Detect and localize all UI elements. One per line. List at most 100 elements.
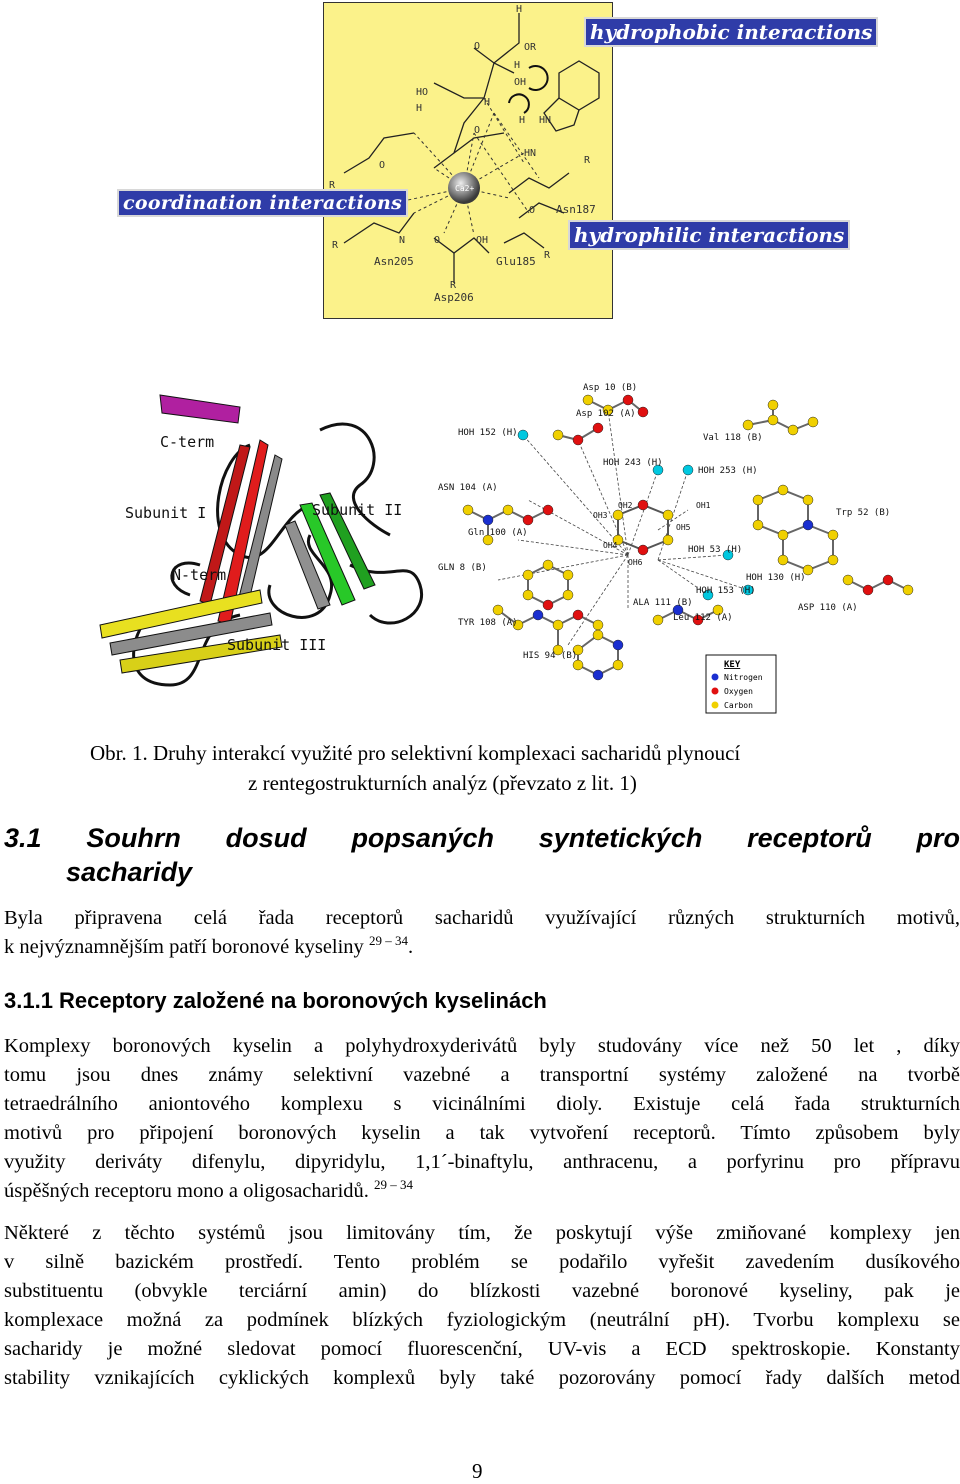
label-hoh53: HOH 53 (H) xyxy=(688,545,742,555)
label-asp10b: Asp 10 (B) xyxy=(583,383,637,393)
paragraph-line: Komplexy boronových kyselin a polyhydrox… xyxy=(4,1032,960,1061)
svg-text:O: O xyxy=(474,125,480,136)
binding-site-figure: Asp 10 (B) Asp 102 (A) HOH 152 (H) Val 1… xyxy=(428,380,958,715)
residue-glu185: Glu185 xyxy=(496,255,536,268)
svg-text:H: H xyxy=(416,103,422,114)
n-term-label: N-term xyxy=(172,566,226,584)
paragraph-line: Některé z těchto systémů jsou limitovány… xyxy=(4,1219,960,1248)
key-carbon: Carbon xyxy=(724,701,753,710)
paragraph-line: úspěšných receptoru mono a oligosacharid… xyxy=(4,1177,960,1206)
paragraph-boronic: Komplexy boronových kyselin a polyhydrox… xyxy=(4,1032,960,1206)
label-trp52: Trp 52 (B) xyxy=(836,508,890,518)
heading-word: syntetických xyxy=(539,823,703,854)
paragraph-line: tetraedrálního aniontového komplexu s vi… xyxy=(4,1090,960,1119)
carbon-dot-icon xyxy=(712,702,719,709)
paragraph-line: motivů pro připojení boronových kyselin … xyxy=(4,1119,960,1148)
svg-text:R: R xyxy=(332,240,339,251)
page-number: 9 xyxy=(472,1459,483,1484)
heading-word: pro xyxy=(917,823,960,854)
svg-text:R: R xyxy=(584,155,591,166)
svg-text:R: R xyxy=(450,280,457,291)
label-oh2: OH2 xyxy=(618,501,633,510)
svg-text:O: O xyxy=(529,205,535,216)
c-term-label: C-term xyxy=(160,433,214,451)
svg-text:OR: OR xyxy=(524,42,537,53)
label-hoh130: HOH 130 (H) xyxy=(746,573,806,583)
label-hoh152: HOH 152 (H) xyxy=(458,428,518,438)
key-legend: KEY Nitrogen Oxygen Carbon xyxy=(706,655,776,713)
paragraph-line: substituentu (obvykle terciární amin) do… xyxy=(4,1277,960,1306)
label-hoh253: HOH 253 (H) xyxy=(698,466,758,476)
figure-caption-line2: z rentegostrukturních analýz (převzato z… xyxy=(248,771,637,796)
key-nitrogen: Nitrogen xyxy=(724,673,763,682)
paragraph-intro: Byla připravena celá řada receptorů sach… xyxy=(4,904,960,962)
heading-word: popsaných xyxy=(351,823,494,854)
svg-text:H: H xyxy=(484,97,490,108)
label-leu112: Leu 112 (A) xyxy=(673,613,733,623)
label-hoh243: HOH 243 (H) xyxy=(603,458,663,468)
svg-text:HN: HN xyxy=(539,115,551,126)
svg-text:N: N xyxy=(399,235,405,246)
label-asn104: ASN 104 (A) xyxy=(438,483,498,493)
coordination-label: coordination interactions xyxy=(117,189,408,217)
label-oh1: OH1 xyxy=(696,501,711,510)
paragraph-limitations: Některé z těchto systémů jsou limitovány… xyxy=(4,1219,960,1393)
paragraph-line: tomu jsou dnes známy selektivní vazebné … xyxy=(4,1061,960,1090)
hydrophobic-label: hydrophobic interactions xyxy=(584,17,878,47)
subunit-1-label: Subunit I xyxy=(125,504,206,522)
label-oh5: OH5 xyxy=(676,523,691,532)
label-oh6: OH6 xyxy=(628,558,643,567)
paragraph-line: stability vznikajících cyklických komple… xyxy=(4,1364,960,1393)
svg-text:OH: OH xyxy=(514,77,526,88)
svg-text:H: H xyxy=(514,60,520,71)
residue-asn205: Asn205 xyxy=(374,255,414,268)
paragraph-line: využity deriváty difenylu, dipyridylu, 1… xyxy=(4,1148,960,1177)
svg-text:O: O xyxy=(379,160,385,171)
key-title: KEY xyxy=(724,660,741,670)
heading-word: dosud xyxy=(226,823,307,854)
heading-word: receptorů xyxy=(747,823,872,854)
paragraph-text: . xyxy=(408,936,413,958)
svg-text:R: R xyxy=(544,250,551,261)
paragraph-text: úspěšných receptoru mono a oligosacharid… xyxy=(4,1180,369,1202)
subunit-2-label: Subunit II xyxy=(312,501,402,519)
label-hoh153: HOH 153 (H) xyxy=(696,586,756,596)
label-oh4: OH4 xyxy=(603,541,618,550)
nitrogen-dot-icon xyxy=(712,674,719,681)
label-val118: Val 118 (B) xyxy=(703,433,763,443)
label-tyr108: TYR 108 (A) xyxy=(458,618,518,628)
svg-text:H: H xyxy=(519,115,525,126)
heading-word: Souhrn xyxy=(86,823,181,854)
oxygen-dot-icon xyxy=(712,688,719,695)
subunit-3-label: Subunit III xyxy=(227,636,326,654)
label-ala111: ALA 111 (B) xyxy=(633,598,693,608)
figure-caption-line1: Obr. 1. Druhy interakcí využité pro sele… xyxy=(90,741,740,766)
subsection-heading: 3.1.1 Receptory založené na boronových k… xyxy=(4,988,547,1014)
label-his94: HIS 94 (B) xyxy=(523,651,577,661)
paragraph-text: k nejvýznamnějším patří boronové kyselin… xyxy=(4,936,364,958)
svg-text:O: O xyxy=(434,235,440,246)
label-asp102a: Asp 102 (A) xyxy=(576,409,636,419)
paragraph-line: k nejvýznamnějším patří boronové kyselin… xyxy=(4,933,960,962)
svg-text:H: H xyxy=(516,4,522,15)
section-heading: 3.1 Souhrn dosud popsaných syntetických … xyxy=(4,823,960,854)
svg-text:HO: HO xyxy=(416,87,428,98)
paragraph-line: Byla připravena celá řada receptorů sach… xyxy=(4,904,960,933)
label-gln8: GLN 8 (B) xyxy=(438,563,487,573)
hydrophilic-label: hydrophilic interactions xyxy=(568,220,850,250)
label-asp110: ASP 110 (A) xyxy=(798,603,858,613)
paragraph-line: komplexace možná za podmínek blízkých fy… xyxy=(4,1306,960,1335)
svg-text:OH: OH xyxy=(476,235,488,246)
label-oh3: OH3 xyxy=(593,511,608,520)
section-heading-line2: sacharidy xyxy=(66,857,192,888)
svg-text:O: O xyxy=(474,41,480,52)
paragraph-line: sacharidy je možné sledovat pomocí fluor… xyxy=(4,1335,960,1364)
binding-site-drawing: Asp 10 (B) Asp 102 (A) HOH 152 (H) Val 1… xyxy=(428,380,958,715)
residue-asp206: Asp206 xyxy=(434,291,474,304)
label-gln100: Gln 100 (A) xyxy=(468,528,528,538)
reference: 29 – 34 xyxy=(369,933,408,948)
paragraph-line: v silně bazickém prostředí. Tento problé… xyxy=(4,1248,960,1277)
key-oxygen: Oxygen xyxy=(724,687,753,696)
residue-asn187: Asn187 xyxy=(556,203,596,216)
